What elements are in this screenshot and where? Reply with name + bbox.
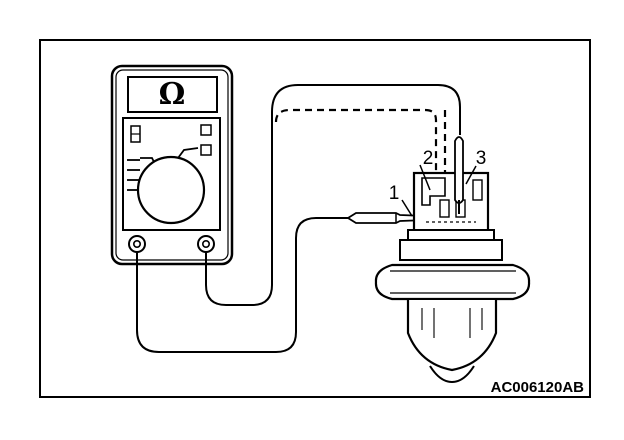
bulb-socket — [374, 171, 531, 384]
meter-jack-ohm — [197, 235, 215, 253]
meter-jack-com — [128, 235, 146, 253]
figure-frame — [39, 39, 591, 398]
meter-dial-panel — [122, 117, 221, 231]
test-lead-upper — [205, 84, 461, 306]
multimeter: Ω — [110, 64, 234, 266]
figure-code: AC006120AB — [491, 379, 585, 396]
terminal-label-1: 1 — [389, 183, 400, 204]
terminal-label-3: 3 — [476, 148, 487, 169]
meter-display — [127, 76, 218, 113]
internal-circuit-dashed — [274, 108, 438, 222]
terminal-label-2: 2 — [423, 148, 434, 169]
meter-button-icon — [200, 144, 212, 156]
bulb-base — [406, 300, 498, 372]
leader-line-2 — [419, 164, 431, 191]
ohm-symbol: Ω — [159, 77, 186, 112]
meter-body-inner — [115, 69, 229, 261]
probe-tip-terminal-3 — [454, 136, 464, 204]
bulb-flange — [374, 263, 531, 301]
leader-line-3 — [465, 165, 477, 185]
test-lead-lower — [136, 217, 348, 353]
meter-button-icon — [200, 124, 212, 136]
leader-line-1 — [401, 199, 413, 217]
meter-rotary-dial — [136, 155, 206, 225]
